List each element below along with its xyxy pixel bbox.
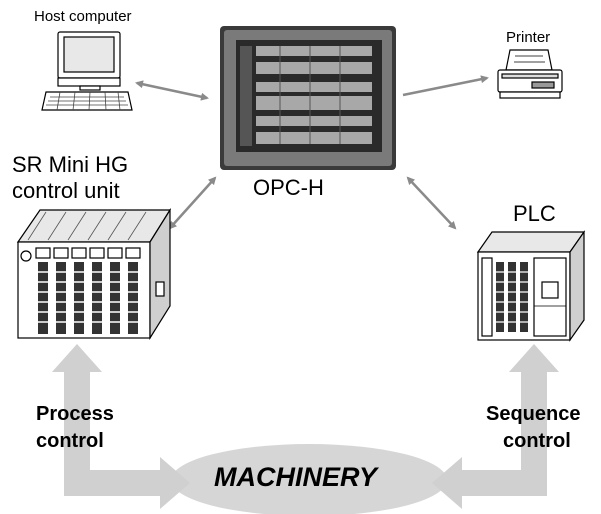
plc-unit-icon xyxy=(476,230,586,342)
machinery-label: MACHINERY xyxy=(214,462,378,492)
sequence-control-label-line2: control xyxy=(503,430,571,452)
opch-sr-arrow xyxy=(168,176,217,230)
sr-unit-label-line2: control unit xyxy=(12,178,120,203)
process-control-label-line2: control xyxy=(36,430,104,452)
machinery-ellipse xyxy=(171,444,447,514)
printer-icon xyxy=(497,49,563,99)
sr-mini-hg-unit-icon xyxy=(16,207,172,341)
process-control-label-line1: Process xyxy=(36,403,114,425)
host-computer-label: Host computer xyxy=(34,8,132,25)
sequence-control-flow-arrow xyxy=(432,344,559,509)
host-opch-arrow xyxy=(135,80,209,101)
opc-h-label: OPC-H xyxy=(253,175,324,200)
sr-unit-label-line1: SR Mini HG xyxy=(12,152,129,177)
opch-printer-arrow xyxy=(402,75,489,97)
host-computer-icon xyxy=(41,31,133,111)
process-control-flow-arrow xyxy=(52,344,190,509)
opch-plc-arrow xyxy=(406,176,457,230)
printer-label: Printer xyxy=(506,29,551,46)
opc-h-panel-icon xyxy=(220,26,396,170)
sequence-control-label-line1: Sequence xyxy=(486,403,581,425)
plc-label: PLC xyxy=(513,201,556,226)
